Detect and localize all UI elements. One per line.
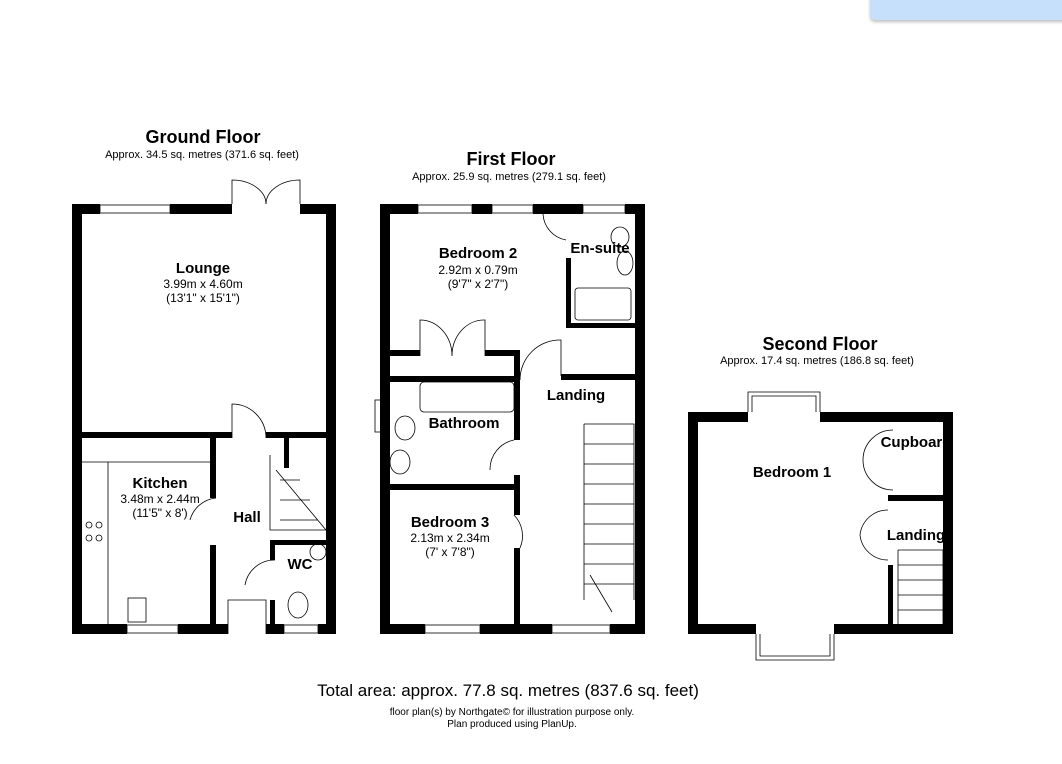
room-landing-name: Landing bbox=[546, 387, 606, 404]
partial-overlay-button[interactable] bbox=[870, 0, 1062, 20]
room-lounge-metric: 3.99m x 4.60m bbox=[163, 277, 243, 291]
room-kitchen-metric: 3.48m x 2.44m bbox=[120, 492, 200, 506]
room-lounge-imperial: (13'1" x 15'1") bbox=[166, 291, 240, 305]
room-bedroom2-metric: 2.92m x 0.79m bbox=[438, 263, 518, 277]
fixtures bbox=[82, 179, 944, 661]
ground-floor-title: Ground Floor bbox=[145, 127, 261, 147]
second-floor-area: Approx. 17.4 sq. metres (186.8 sq. feet) bbox=[720, 355, 914, 367]
room-bedroom1-name: Bedroom 1 bbox=[752, 464, 832, 481]
walls bbox=[72, 204, 953, 634]
room-kitchen-imperial: (11'5" x 8') bbox=[132, 506, 188, 520]
second-floor-title: Second Floor bbox=[762, 334, 878, 354]
produced-by: Plan produced using PlanUp. bbox=[447, 719, 577, 730]
room-ensuite-name: En-suite bbox=[570, 240, 630, 257]
room-bedroom3-name: Bedroom 3 bbox=[410, 514, 490, 531]
room-cupboard-name: Cupboard bbox=[880, 434, 952, 451]
room-bathroom-name: Bathroom bbox=[428, 415, 500, 432]
room-bedroom3-imperial: (7' x 7'8") bbox=[425, 545, 475, 559]
room-kitchen-name: Kitchen bbox=[132, 475, 188, 492]
room-bedroom2-imperial: (9'7" x 2'7") bbox=[447, 277, 509, 291]
room-landing2-name: Landing bbox=[886, 527, 946, 544]
room-lounge-name: Lounge bbox=[175, 260, 231, 277]
ground-floor-area: Approx. 34.5 sq. metres (371.6 sq. feet) bbox=[105, 149, 299, 161]
total-area: Total area: approx. 77.8 sq. metres (837… bbox=[317, 681, 699, 700]
room-bedroom3-metric: 2.13m x 2.34m bbox=[410, 531, 490, 545]
disclaimer: floor plan(s) by Northgate© for illustra… bbox=[389, 707, 635, 718]
first-floor-title: First Floor bbox=[466, 149, 556, 169]
first-floor-area: Approx. 25.9 sq. metres (279.1 sq. feet) bbox=[412, 171, 606, 183]
room-hall-name: Hall bbox=[233, 509, 261, 526]
room-wc-name: WC bbox=[287, 556, 313, 573]
room-bedroom2-name: Bedroom 2 bbox=[438, 245, 518, 262]
